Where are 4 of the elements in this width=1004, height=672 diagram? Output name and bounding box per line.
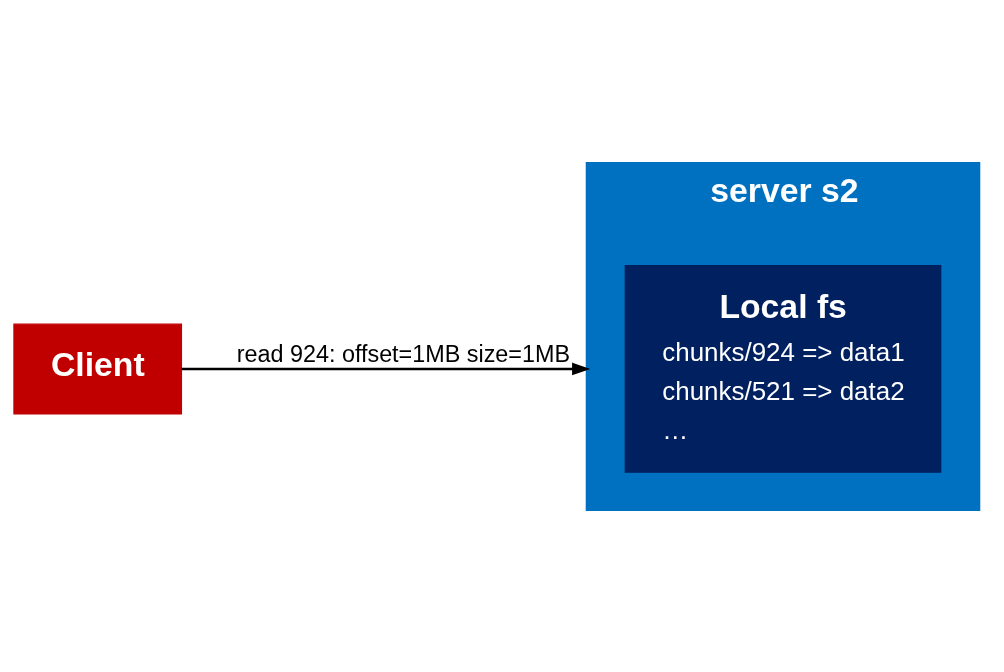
node-box: Local fs chunks/924 => data1 chunks/521 => data2 …	[624, 264, 942, 473]
edge-label: read 924: offset=1MB size=1MB	[236, 340, 570, 367]
node-box: Client	[13, 323, 183, 414]
arrow	[181, 362, 591, 375]
